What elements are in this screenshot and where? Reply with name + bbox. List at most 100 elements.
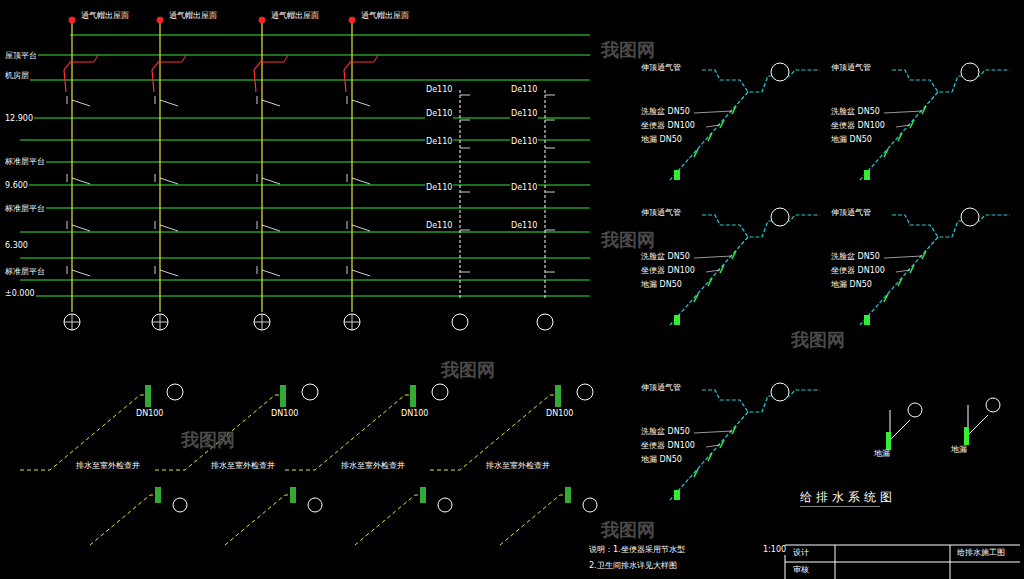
branch-pipe [160,100,178,106]
drawing-label: DN100 [270,410,299,419]
branch-pipe [72,225,90,231]
riser-circle [908,403,922,417]
drawing-label: De110 [510,222,538,231]
drawing-label: 2.卫生间排水详见大样图 [588,562,678,571]
branch-pipe [67,221,68,229]
fixture-mark [555,385,561,407]
riser-circle [432,384,448,400]
title-block [785,562,1020,563]
watermark: 我图网 [600,520,656,540]
circle-mark [72,314,73,330]
riser-circle [64,314,80,330]
title-block [785,545,1020,546]
floor-line [20,140,590,141]
branch-pipe [460,230,470,231]
branch-pipe [262,270,280,276]
drawing-label: 坐便器 DN100 [640,442,696,451]
drawing-label: 伸顶通气管 [640,64,682,73]
fixture-trap [708,453,712,461]
leader-line [706,125,720,127]
branch-pipe [257,266,258,274]
fixture-trap [884,294,888,302]
drawing-label: De110 [425,138,453,147]
fixture-trap [910,120,914,128]
drawing-label: 通气帽出屋面 [80,12,130,21]
drawing-label: DN100 [135,410,164,419]
drawing-label: 洗脸盆 DN50 [640,253,691,262]
riser-circle [254,314,270,330]
fixture-mark [886,432,891,450]
riser-circle [308,498,322,512]
riser-circle [583,498,597,512]
drawing-label: DN100 [400,410,429,419]
drawing-label: De110 [425,222,453,231]
drawing-label: De110 [510,138,538,147]
riser-circle [452,314,468,330]
drawing-label: De110 [510,184,538,193]
branch-pipe [347,174,348,182]
leader-line [694,431,732,433]
circle-mark [160,314,161,330]
drawing-label: 地漏 DN50 [830,281,873,290]
floor-line [20,208,590,209]
fitting [152,60,160,92]
riser-circle [771,208,789,226]
riser-circle [173,498,187,512]
riser-circle [771,383,789,401]
drawing-label: De110 [510,86,538,95]
drawing-label: 屋顶平台 [4,52,38,61]
drawing-label: 1:100 [762,546,787,555]
branch-pipe [347,221,348,229]
fixture-trap [708,133,712,141]
floor-line [20,55,590,56]
branch-pipe [545,272,555,273]
fixture-trap [910,265,914,273]
drawing-label: 地漏 DN50 [640,281,683,290]
floor-line [20,280,590,281]
branch-pipe [460,148,470,149]
fixture-mark [420,487,426,503]
riser-circle [344,314,360,330]
branch-pipe [545,95,555,96]
drawing-label: 坐便器 DN100 [830,122,886,131]
drawing-label: 说明：1.坐便器采用节水型 [588,546,686,555]
fitting [262,55,288,62]
branch-pipe [67,96,68,104]
branch-pipe [160,225,178,231]
fixture-mark [145,385,151,407]
leader-line [896,270,910,272]
fixture-trap [884,149,888,157]
drawing-label: 9.600 [4,182,29,191]
drain-pipe [892,215,1010,237]
branch-pipe [72,100,90,106]
branch-pipe [347,96,348,104]
fixture-trap [898,133,902,141]
branch-pipe [545,148,555,149]
drain-pipe [355,495,425,545]
drawing-label: 地漏 [873,450,891,459]
riser-pipe [460,90,461,300]
floor-line [20,80,590,81]
branch-pipe [67,266,68,274]
drawing-label: 地漏 DN50 [830,136,873,145]
branch-pipe [545,192,555,193]
drawing-label: 坐便器 DN100 [640,122,696,131]
drawing-label: De110 [425,110,453,119]
circle-mark [262,314,263,330]
leader-line [884,256,922,258]
branch-pipe [155,221,156,229]
circle-mark [352,314,353,330]
drawing-label: De110 [425,86,453,95]
fixture-trap [922,251,926,259]
fitting [64,60,72,92]
watermark: 我图网 [600,40,656,60]
riser-circle [986,398,1000,412]
branch-pipe [352,100,370,106]
drain-pipe [225,495,295,545]
drain-pipe [702,70,820,92]
drawing-label: 6.300 [4,242,29,251]
branch-pipe [460,192,470,193]
drawing-label: 伸顶通气管 [830,209,872,218]
